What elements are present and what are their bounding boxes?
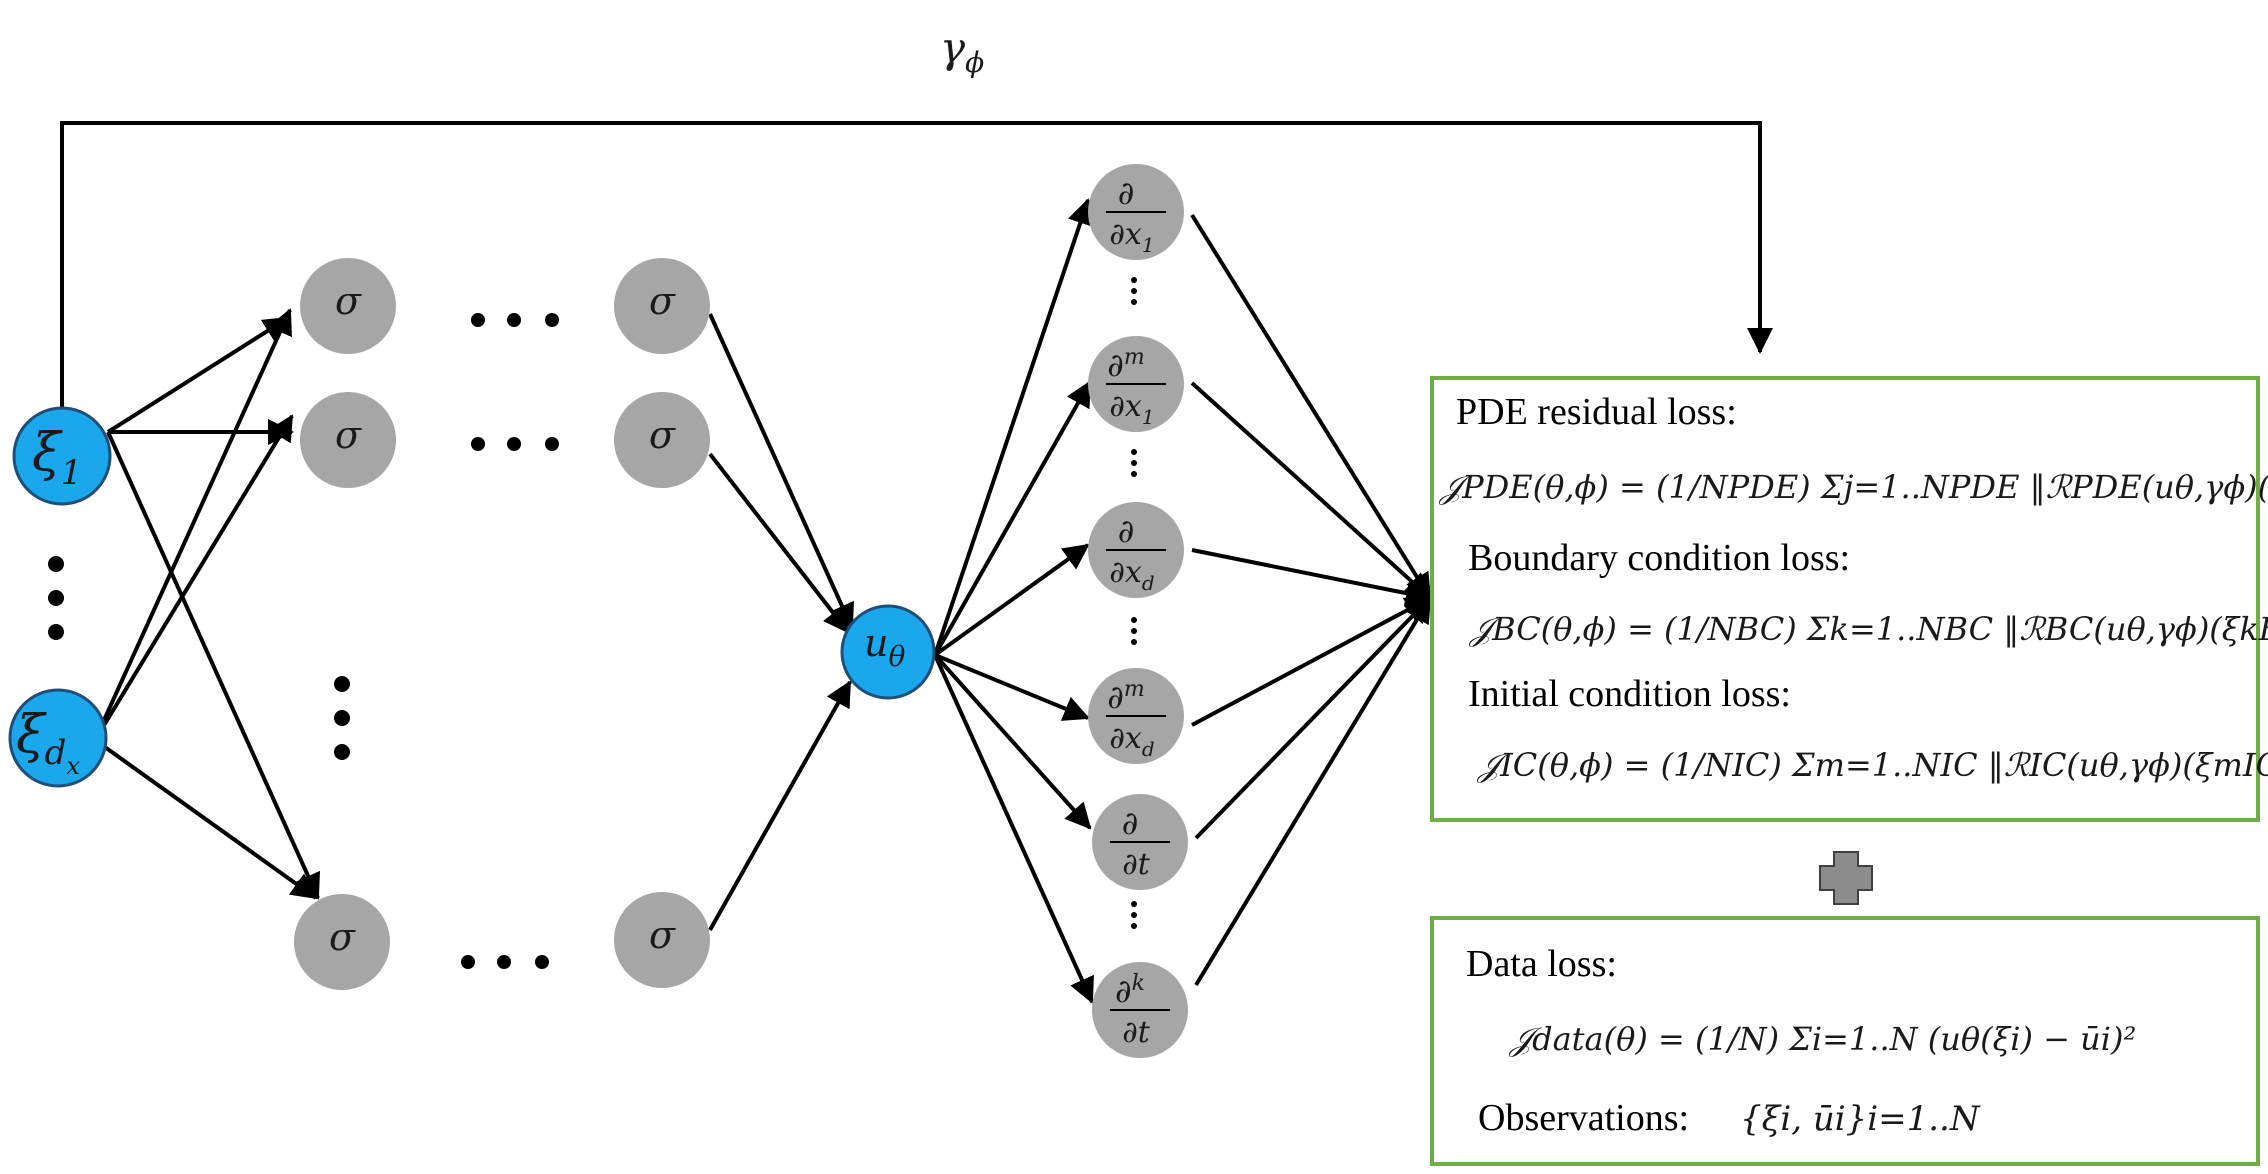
hidden-node: σ bbox=[300, 392, 396, 488]
hidden-node: σ bbox=[300, 258, 396, 354]
derivative-node: ∂k ∂t bbox=[1092, 962, 1188, 1058]
svg-text:ξdx: ξdx bbox=[16, 705, 80, 780]
observations-label: Observations: bbox=[1478, 1097, 1689, 1139]
svg-text:σ: σ bbox=[335, 279, 362, 323]
svg-text:uθ: uθ bbox=[864, 621, 905, 673]
svg-text:σ: σ bbox=[329, 915, 356, 959]
bc-loss-title: Boundary condition loss: bbox=[1468, 537, 1850, 579]
data-loss-box: Data loss: 𝒥data(θ) = (1/N) Σi=1..N (uθ(… bbox=[1430, 916, 2260, 1166]
derivative-node: ∂ ∂x1 bbox=[1088, 164, 1184, 260]
derivative-numerator: ∂ bbox=[1122, 804, 1139, 842]
derivative-denominator: ∂xd bbox=[1109, 721, 1154, 761]
input-edges bbox=[93, 308, 320, 900]
observations-set: {ξi, ūi}i=1..N bbox=[1740, 1099, 1981, 1139]
input-node-xi-dx: ξdx bbox=[8, 688, 108, 788]
svg-text:σ: σ bbox=[335, 413, 362, 457]
hidden-node: σ bbox=[614, 258, 710, 354]
derivative-numerator: ∂m bbox=[1107, 677, 1144, 716]
derivative-numerator: ∂m bbox=[1107, 345, 1144, 384]
derivative-denominator: ∂t bbox=[1122, 847, 1151, 882]
svg-text:σ: σ bbox=[649, 413, 676, 457]
hidden-node: σ bbox=[614, 392, 710, 488]
hidden-to-output-edges bbox=[708, 313, 854, 931]
output-to-derivative-edges bbox=[933, 198, 1094, 1004]
ic-loss-equation: 𝒥IC(θ,ϕ) = (1/NIC) Σm=1..NIC ‖ℛIC(uθ,γϕ)… bbox=[1476, 746, 2268, 784]
ic-loss-title: Initial condition loss: bbox=[1468, 673, 1791, 715]
hidden-vertical-ellipsis bbox=[334, 676, 350, 760]
derivative-node: ∂ ∂t bbox=[1092, 794, 1188, 890]
feedback-line bbox=[60, 121, 1773, 408]
physics-loss-box: PDE residual loss: 𝒥PDE(θ,ϕ) = (1/NPDE) … bbox=[1430, 376, 2268, 822]
derivative-numerator: ∂ bbox=[1118, 512, 1135, 550]
bc-loss-equation: 𝒥BC(θ,ϕ) = (1/NBC) Σk=1..NBC ‖ℛBC(uθ,γϕ)… bbox=[1468, 610, 2268, 648]
derivative-node: ∂ ∂xd bbox=[1088, 502, 1184, 598]
derivative-denominator: ∂x1 bbox=[1109, 389, 1154, 429]
derivative-ellipsis bbox=[1131, 277, 1137, 929]
pde-loss-title: PDE residual loss: bbox=[1456, 391, 1737, 433]
plus-icon bbox=[1819, 851, 1873, 905]
derivative-denominator: ∂t bbox=[1122, 1015, 1151, 1050]
derivative-node: ∂m ∂x1 bbox=[1088, 336, 1184, 432]
svg-text:σ: σ bbox=[649, 279, 676, 323]
derivative-to-loss-edges bbox=[1190, 213, 1432, 987]
derivative-denominator: ∂x1 bbox=[1109, 217, 1154, 257]
derivative-denominator: ∂xd bbox=[1109, 555, 1154, 595]
derivative-numerator: ∂ bbox=[1118, 174, 1135, 212]
derivative-node: ∂m ∂xd bbox=[1088, 668, 1184, 764]
pde-loss-equation: 𝒥PDE(θ,ϕ) = (1/NPDE) Σj=1..NPDE ‖ℛPDE(uθ… bbox=[1438, 468, 2268, 506]
gamma-phi-label: γϕ bbox=[940, 23, 984, 79]
hidden-node: σ bbox=[294, 894, 390, 990]
hidden-node: σ bbox=[614, 892, 710, 988]
input-ellipsis bbox=[48, 556, 64, 640]
data-loss-title: Data loss: bbox=[1466, 943, 1617, 985]
derivative-numerator: ∂k bbox=[1115, 971, 1145, 1010]
svg-text:σ: σ bbox=[649, 913, 676, 957]
data-loss-equation: 𝒥data(θ) = (1/N) Σi=1..N (uθ(ξi) − ūi)² bbox=[1508, 1020, 2136, 1058]
output-node-u-theta: uθ bbox=[840, 604, 936, 700]
svg-text:ξ1: ξ1 bbox=[32, 423, 82, 493]
hidden-horizontal-ellipsis bbox=[461, 313, 559, 969]
input-node-xi-1: ξ1 bbox=[12, 406, 112, 506]
